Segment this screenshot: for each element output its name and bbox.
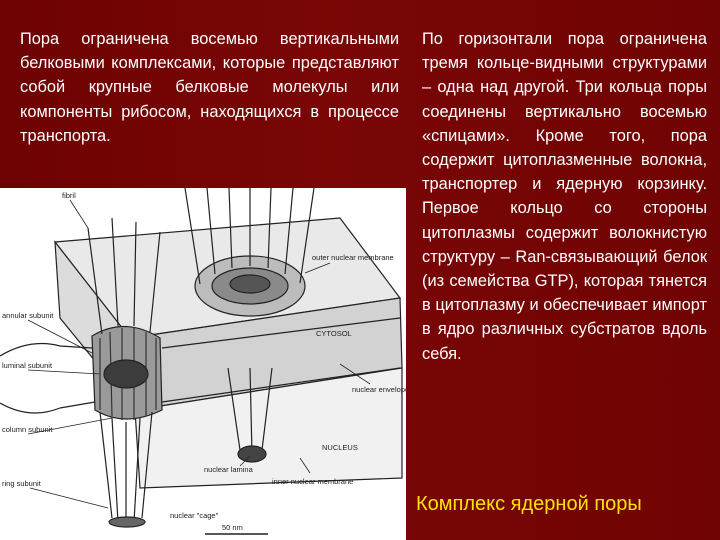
left-paragraph: Пора ограничена восемью вертикальными бе… [20, 30, 399, 145]
label-nucleus: NUCLEUS [322, 443, 358, 452]
label-cytosol: CYTOSOL [316, 329, 352, 338]
nuclear-pore-diagram: fibril outer nuclear membrane CYTOSOL an… [0, 188, 406, 540]
label-annular-subunit: annular subunit [2, 311, 54, 320]
label-nuclear-cage: nuclear "cage" [170, 511, 219, 520]
label-inner-membrane: inner nuclear membrane [272, 477, 353, 486]
label-luminal-subunit: luminal subunit [2, 361, 53, 370]
label-outer-membrane: outer nuclear membrane [312, 253, 394, 262]
label-nuclear-envelope: nuclear envelope [352, 385, 406, 394]
right-paragraph: По горизонтали пора ограничена тремя кол… [422, 30, 707, 363]
nuclear-cage-ring [108, 516, 146, 528]
label-nuclear-lamina: nuclear lamina [204, 465, 254, 474]
pore-diagram-svg: fibril outer nuclear membrane CYTOSOL an… [0, 188, 406, 535]
label-ring-subunit: ring subunit [2, 479, 42, 488]
slide-caption: Комплекс ядерной поры [416, 493, 642, 515]
label-column-subunit: column subunit [2, 425, 53, 434]
nucleus-plane [134, 367, 403, 489]
label-scale-bar: 50 nm [222, 523, 243, 532]
label-fibril: fibril [62, 191, 76, 200]
